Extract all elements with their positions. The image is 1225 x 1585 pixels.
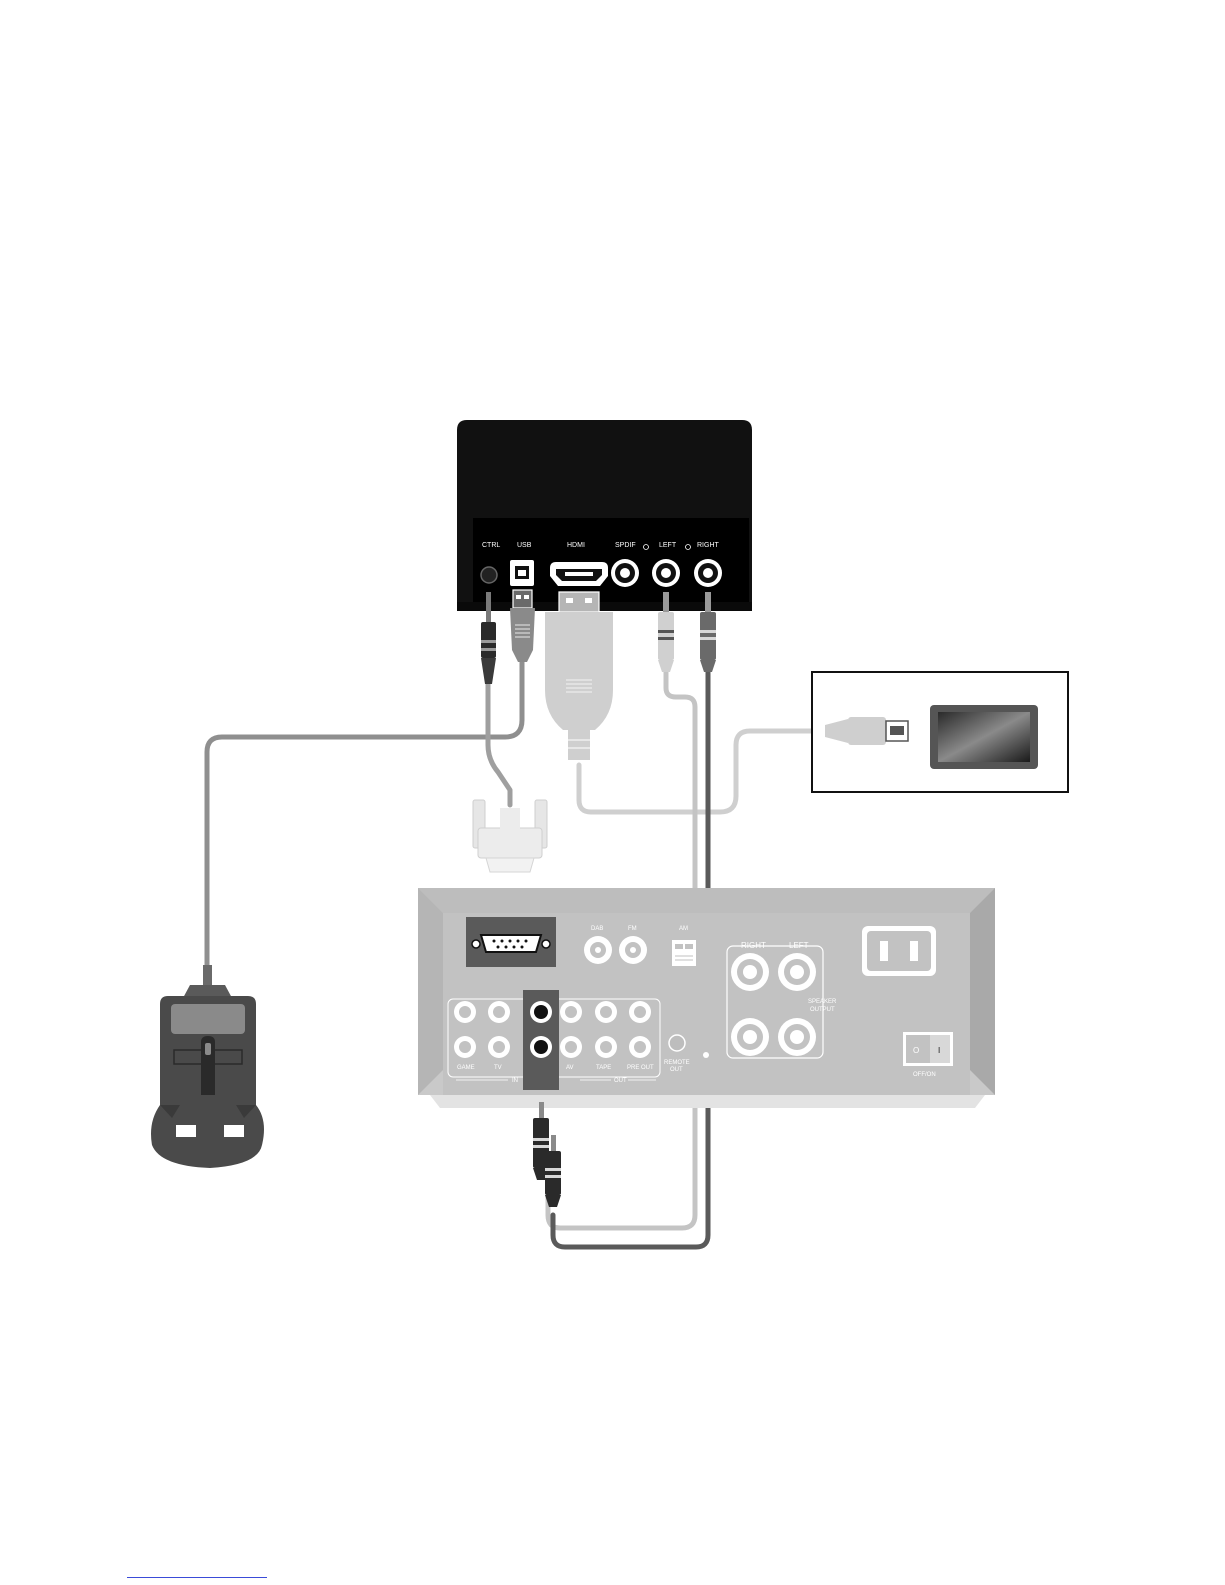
dab-antenna-port xyxy=(584,936,612,964)
ctrl-serial-cable xyxy=(488,680,510,805)
hub-device: CTRL USB HDMI SPDIF LEFT RIGHT xyxy=(457,420,752,611)
right-port-label: RIGHT xyxy=(697,542,720,549)
am-antenna-terminal xyxy=(672,940,696,966)
speaker-output-label-1: SPEAKER xyxy=(808,999,837,1005)
fm-antenna-port xyxy=(619,936,647,964)
out-label: OUT xyxy=(614,1078,627,1084)
fm-label: FM xyxy=(628,926,637,932)
tape-label: TAPE xyxy=(596,1065,611,1071)
power-inlet xyxy=(862,926,936,976)
footer-link-underline xyxy=(127,1577,267,1578)
right-audio-port xyxy=(694,559,722,587)
remote-out-port xyxy=(669,1035,685,1051)
usb-charger xyxy=(151,965,264,1168)
am-label: AM xyxy=(679,926,688,932)
tv-inset xyxy=(812,672,1068,792)
av-label: AV xyxy=(566,1065,574,1071)
hdmi-plug xyxy=(545,592,613,760)
amp-rca-plugs xyxy=(533,1102,561,1207)
in-label: IN xyxy=(512,1078,518,1084)
pre-out-label: PRE OUT xyxy=(627,1065,654,1071)
switch-off-label: O xyxy=(913,1046,919,1055)
left-audio-port xyxy=(652,559,680,587)
serial-port xyxy=(481,935,541,952)
left-port-label: LEFT xyxy=(659,542,677,549)
dab-label: DAB xyxy=(591,926,603,932)
hdmi-port-label: HDMI xyxy=(567,542,585,549)
hdmi-cable xyxy=(579,731,825,812)
usb-port-label: USB xyxy=(517,542,532,549)
remote-out-label-1: REMOTE xyxy=(664,1060,690,1066)
speaker-output-label-2: OUTPUT xyxy=(810,1007,835,1013)
game-label: GAME xyxy=(457,1065,475,1071)
spdif-port-label: SPDIF xyxy=(615,542,636,549)
power-switch: O I xyxy=(903,1032,953,1066)
tv-screen-icon xyxy=(930,705,1038,769)
ctrl-port-label: CTRL xyxy=(482,542,500,549)
usb-plug xyxy=(510,590,535,662)
remote-out-label-2: OUT xyxy=(670,1067,683,1073)
amplifier-device: DAB FM AM RIGHT LEFT SPEAKER OUTPUT xyxy=(418,888,995,1108)
spdif-port xyxy=(611,559,639,587)
tv-label: TV xyxy=(494,1065,502,1071)
small-port xyxy=(703,1052,709,1058)
switch-on-label: I xyxy=(938,1046,940,1055)
speaker-right-label: RIGHT xyxy=(741,941,766,950)
serial-connector xyxy=(473,800,547,872)
speaker-left-label: LEFT xyxy=(789,941,809,950)
ctrl-port xyxy=(481,567,497,583)
off-on-label: OFF/ON xyxy=(913,1072,936,1078)
